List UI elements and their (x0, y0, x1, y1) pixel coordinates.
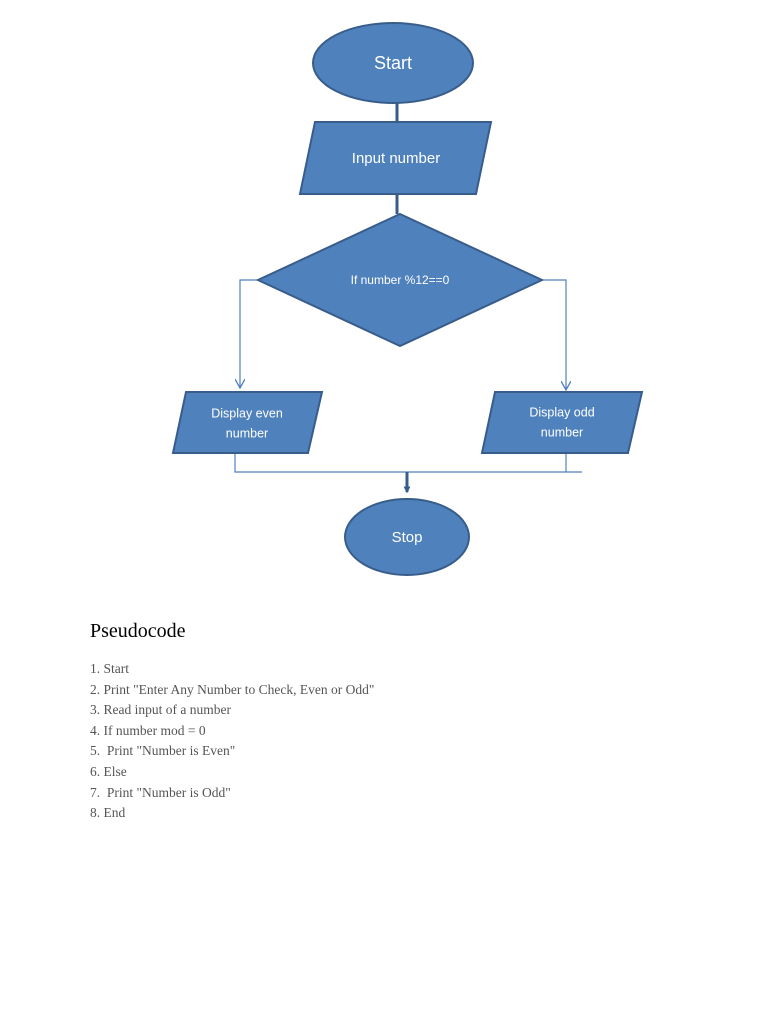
display-even-label-line2: number (226, 426, 268, 440)
pseudocode-step: 3. Read input of a number (90, 702, 231, 718)
pseudocode-step: 8. End (90, 805, 126, 821)
pseudocode-step: 1. Start (90, 661, 129, 676)
decision-node: If number %12==0 (255, 212, 545, 348)
input-node: Input number (298, 121, 493, 195)
start-label: Start (374, 53, 412, 73)
pseudocode-step: 2. Print "Enter Any Number to Check, Eve… (90, 681, 375, 697)
pseudocode-title: Pseudocode (90, 620, 186, 642)
pseudocode-step: 5. Print "Number is Even" (90, 743, 236, 759)
decision-label: If number %12==0 (351, 273, 450, 287)
connector-decision-odd (542, 279, 566, 390)
input-label: Input number (352, 150, 440, 167)
stop-label: Stop (392, 529, 423, 546)
display-odd-node: Display odd number (480, 391, 644, 454)
display-odd-label-line1: Display odd (529, 405, 594, 419)
connector-decision-even (240, 279, 258, 388)
pseudocode-section: Pseudocode 1. Start 2. Print "Enter Any … (90, 620, 730, 824)
start-node: Start (312, 22, 474, 104)
pseudocode-step: 4. If number mod = 0 (90, 722, 206, 738)
pseudocode-step: 6. Else (90, 763, 127, 779)
pseudocode-steps: 1. Start 2. Print "Enter Any Number to C… (90, 659, 730, 824)
display-even-node: Display even number (171, 391, 324, 454)
flowchart: Start Input number If number %12==0 Disp… (171, 22, 644, 576)
display-odd-label-line2: number (541, 425, 583, 439)
display-even-label-line1: Display even (211, 406, 283, 420)
stop-node: Stop (344, 498, 470, 576)
connector-merge-line (234, 453, 582, 473)
pseudocode-step: 7. Print "Number is Odd" (90, 784, 231, 800)
